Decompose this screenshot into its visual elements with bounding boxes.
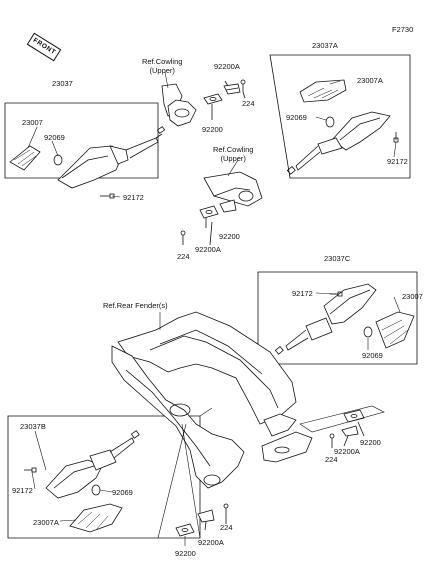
- part-92200A-upper: 92200A: [214, 62, 240, 71]
- part-23007-front: 23007: [22, 118, 43, 127]
- front-left-turn-signal: [9, 126, 166, 199]
- part-224-upper: 224: [242, 99, 255, 108]
- part-23037: 23037: [52, 79, 73, 88]
- part-92200-bottom: 92200: [175, 549, 196, 558]
- part-23037A: 23037A: [312, 41, 338, 50]
- part-224-middle: 224: [177, 252, 190, 261]
- part-92069-front-right: 92069: [286, 113, 307, 122]
- part-92200-middle: 92200: [219, 232, 240, 241]
- rear-left-turn-signal: [24, 430, 229, 537]
- part-92069-rear-right: 92069: [362, 351, 383, 360]
- group-box-23037: [4, 102, 159, 179]
- part-23007-rear: 23007: [402, 292, 423, 301]
- cowling-bracket: [180, 171, 263, 246]
- part-92200A-middle: 92200A: [195, 245, 221, 254]
- part-92069-front-left: 92069: [44, 133, 65, 142]
- part-23037B: 23037B: [20, 422, 46, 431]
- part-23007A-front: 23007A: [357, 76, 383, 85]
- part-92069-rear-left: 92069: [112, 488, 133, 497]
- ref-cowling-upper-top: Ref.Cowling (Upper): [142, 57, 183, 75]
- leader-lines: [27, 71, 401, 546]
- upper-mount-bracket: [161, 79, 246, 127]
- part-92200-upper: 92200: [202, 125, 223, 134]
- rear-right-turn-signal: [274, 283, 415, 355]
- group-box-23037A: [269, 54, 411, 179]
- part-92172-rear-right: 92172: [292, 289, 313, 298]
- ref-rear-fender: Ref.Rear Fender(s): [103, 301, 168, 310]
- front-right-turn-signal: [286, 79, 399, 175]
- part-224-bottom: 224: [220, 523, 233, 532]
- part-92172-front-right: 92172: [387, 157, 408, 166]
- part-92172-front-left: 92172: [123, 193, 144, 202]
- diagram-code: F2730: [392, 25, 414, 34]
- part-23037C: 23037C: [324, 254, 351, 263]
- part-92172-rear-left: 92172: [12, 486, 33, 495]
- group-box-23037C: [257, 271, 418, 365]
- part-92200A-rear-right: 92200A: [334, 447, 360, 456]
- part-92200-rear-right: 92200: [360, 438, 381, 447]
- part-92200A-bottom: 92200A: [198, 538, 224, 547]
- ref-cowling-upper-middle: Ref.Cowling (Upper): [213, 145, 254, 163]
- part-23007A-rear: 23007A: [33, 518, 59, 527]
- rear-fender-bracket: [111, 311, 385, 489]
- part-224-rear-right: 224: [325, 455, 338, 464]
